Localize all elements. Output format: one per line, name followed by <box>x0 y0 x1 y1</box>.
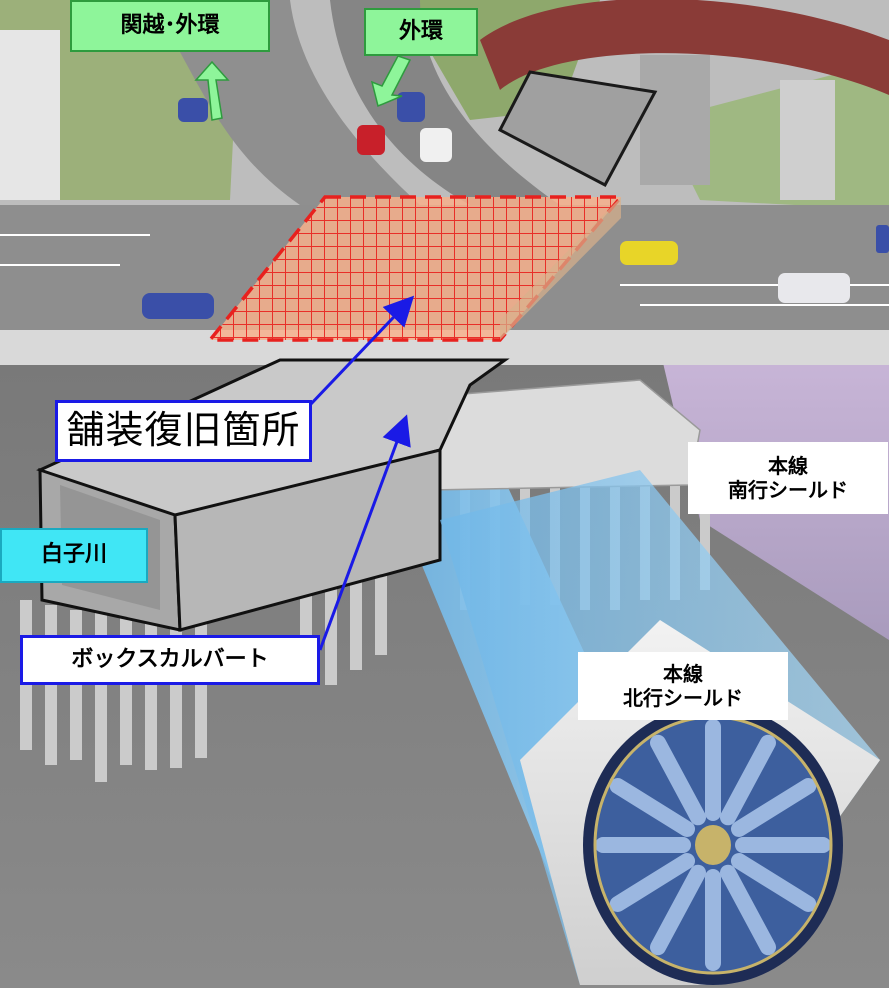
label-south-shield-line1: 本線 <box>768 454 808 478</box>
car <box>357 125 385 155</box>
label-shirakogawa: 白子川 <box>0 528 148 583</box>
label-south-shield-line2: 南行シールド <box>728 478 848 502</box>
elevated-loop-road <box>480 0 889 95</box>
bridge-pier <box>780 80 835 200</box>
down-arrow-icon <box>370 55 412 108</box>
cutter-spoke <box>650 734 706 826</box>
road-markings <box>0 234 889 306</box>
car <box>778 273 850 303</box>
label-gaikan-text: 外環 <box>398 18 443 44</box>
label-gaikan: 外環 <box>364 8 478 56</box>
label-south-shield: 本線 南行シールド <box>688 442 888 514</box>
label-north-shield-line2: 北行シールド <box>623 686 743 710</box>
cutter-spoke <box>720 864 776 956</box>
callout-box-culvert-text: ボックスカルバート <box>71 646 269 672</box>
shaft-opening <box>497 70 658 188</box>
shield-cutter-face <box>583 705 843 985</box>
car <box>178 98 208 122</box>
up-arrow-icon <box>194 60 230 121</box>
car <box>876 225 889 253</box>
cutter-spoke <box>609 853 696 912</box>
car <box>142 293 214 319</box>
label-kanetsu-gaikan: 関越･外環 <box>70 0 270 52</box>
scaffold-structure <box>640 55 710 185</box>
car <box>420 128 452 162</box>
label-north-shield-line1: 本線 <box>663 662 703 686</box>
cutter-spoke <box>720 734 776 826</box>
car <box>397 92 425 122</box>
label-north-shield: 本線 北行シールド <box>578 652 788 720</box>
callout-box-culvert: ボックスカルバート <box>20 635 320 685</box>
callout-pavement-restoration-text: 舗装復旧箇所 <box>66 408 301 453</box>
building-left <box>0 30 60 200</box>
arrow-to-pavement <box>308 295 415 407</box>
cutter-spoke <box>730 778 817 837</box>
cutter-spoke <box>650 864 706 956</box>
pavement-restoration-area <box>206 195 625 342</box>
callout-pavement-restoration: 舗装復旧箇所 <box>55 400 312 462</box>
label-kanetsu-gaikan-text: 関越･外環 <box>120 12 220 38</box>
cutter-spoke <box>609 778 696 837</box>
car <box>620 241 678 265</box>
label-shirakogawa-text: 白子川 <box>40 542 107 568</box>
cutter-spoke <box>730 853 817 912</box>
arrow-to-culvert <box>318 414 411 651</box>
